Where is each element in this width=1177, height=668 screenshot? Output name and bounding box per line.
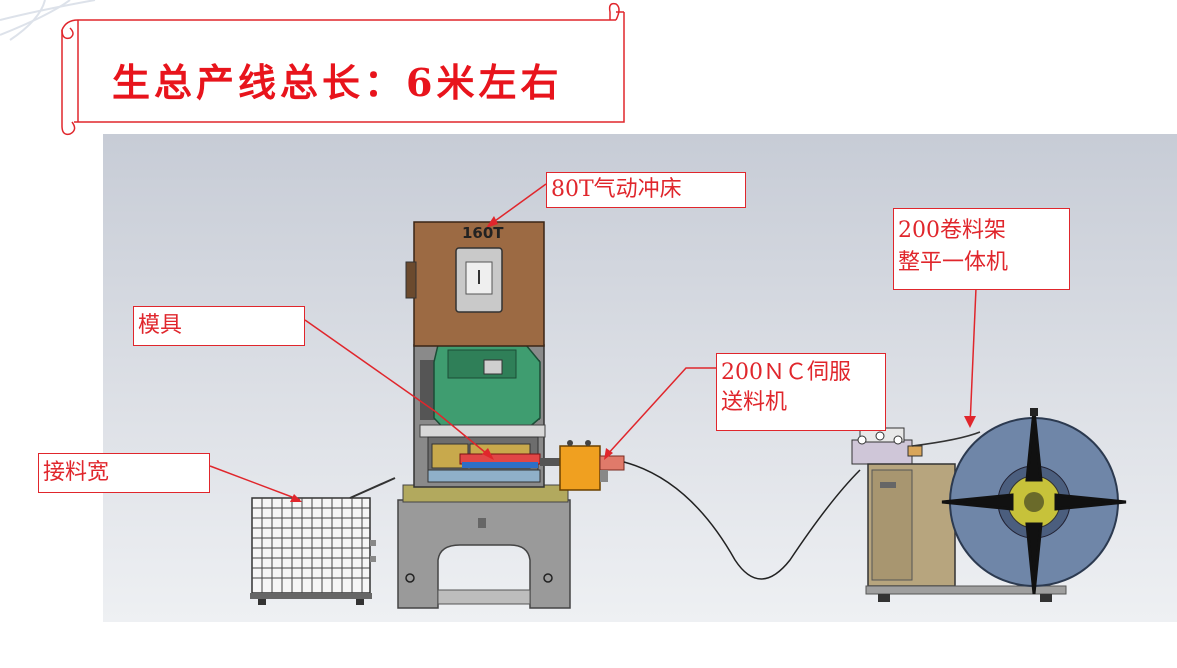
label-feeder: 200ＮＣ伺服 送料机 bbox=[716, 353, 886, 431]
label-receiver: 接料宽 bbox=[38, 453, 210, 493]
uncoiler-straightener bbox=[851, 408, 1127, 602]
corner-decoration bbox=[0, 0, 96, 41]
leader-lines bbox=[209, 183, 977, 501]
label-uncoiler: 200卷料架 整平一体机 bbox=[893, 208, 1070, 290]
label-uncoiler-line1: 200卷料架 bbox=[898, 218, 1006, 243]
title-scroll bbox=[61, 2, 625, 136]
material-strip bbox=[623, 461, 861, 580]
label-feeder-line2: 送料机 bbox=[721, 390, 788, 415]
label-mold: 模具 bbox=[133, 306, 305, 346]
press-tonnage-marking: 160T bbox=[462, 224, 504, 242]
servo-feeder bbox=[559, 440, 625, 491]
label-press: 80T气动冲床 bbox=[546, 172, 746, 208]
label-uncoiler-line2: 整平一体机 bbox=[898, 250, 1009, 275]
page-title: 生总产线总长：6米左右 bbox=[112, 60, 563, 105]
receiver-basket bbox=[250, 477, 396, 605]
pneumatic-press bbox=[397, 221, 571, 609]
label-feeder-line1: 200ＮＣ伺服 bbox=[721, 360, 851, 385]
leader-arrowheads bbox=[290, 216, 976, 502]
